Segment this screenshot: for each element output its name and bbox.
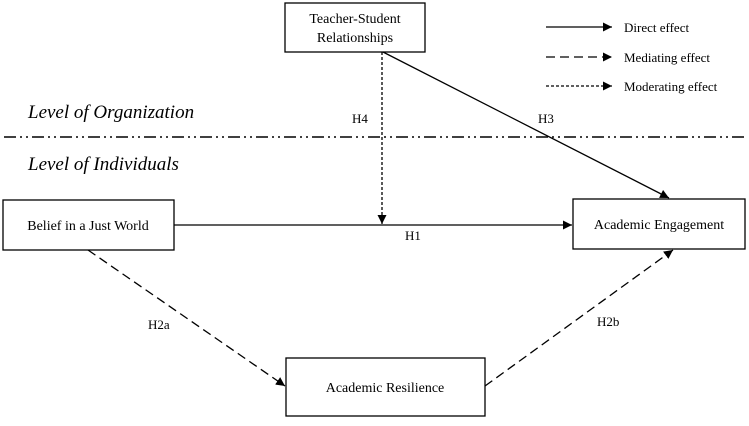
legend-direct-label: Direct effect [624, 20, 689, 35]
academic-resilience-box [285, 357, 486, 417]
h2a-arrow [87, 249, 286, 387]
level-organization-label: Level of Organization [27, 102, 194, 123]
h4-label: H4 [352, 111, 368, 126]
academic-engagement-label: Academic Engagement [594, 218, 724, 233]
h2b-arrow [484, 249, 674, 387]
h3-arrow [382, 51, 670, 199]
teacher-student-label-line2: Relationships [317, 31, 393, 46]
legend-mediating-label: Mediating effect [624, 50, 710, 65]
belief-just-world-box [2, 199, 175, 251]
legend: Direct effect Mediating effect Moderatin… [546, 20, 718, 94]
h2a-label: H2a [148, 317, 170, 332]
academic-resilience-label: Academic Resilience [326, 381, 445, 396]
teacher-student-box [284, 2, 426, 53]
teacher-student-label-line1: Teacher-Student [309, 12, 400, 27]
belief-just-world-label: Belief in a Just World [27, 219, 149, 234]
academic-engagement-box [572, 198, 746, 250]
legend-moderating-label: Moderating effect [624, 79, 718, 94]
h3-label: H3 [538, 111, 554, 126]
h2b-label: H2b [597, 314, 619, 329]
level-individuals-label: Level of Individuals [27, 154, 179, 175]
h1-label: H1 [405, 228, 421, 243]
